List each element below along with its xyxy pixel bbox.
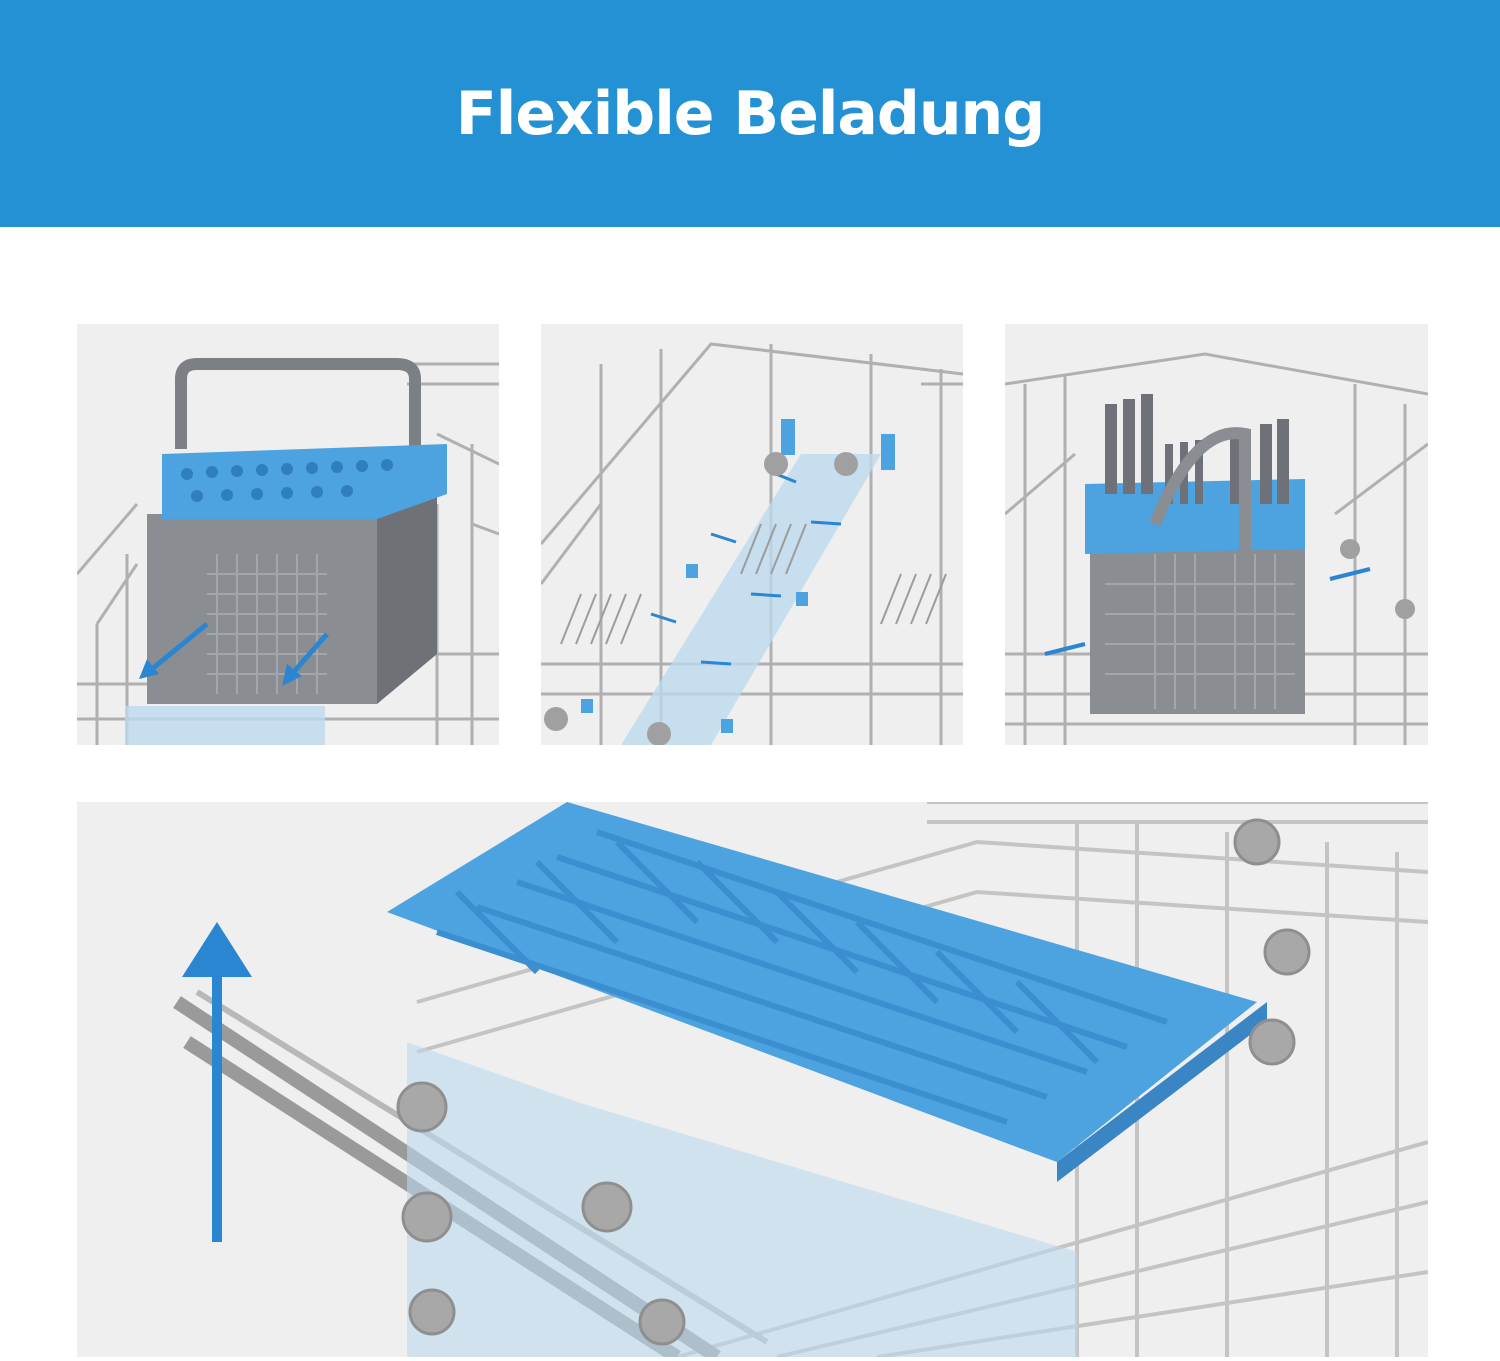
header-banner (0, 0, 1500, 227)
rack-wheels (396, 818, 1311, 1346)
arrow-icon-2 (290, 632, 329, 676)
rack-wheels (1340, 539, 1415, 619)
basket-grid (207, 554, 327, 694)
panel-cutlery-basket-removable (77, 324, 499, 745)
basket-grid (1105, 554, 1295, 709)
folded-tines-area (621, 454, 881, 745)
basket-side (377, 474, 437, 704)
tines (560, 523, 947, 645)
basket-handle (175, 358, 421, 449)
basket-handle (1149, 427, 1251, 554)
panel-foldable-tines-rack (541, 324, 963, 745)
arrow-head-left (139, 659, 159, 679)
up-arrow-head (182, 922, 252, 977)
cutlery-basket-icon (147, 514, 377, 704)
filled-basket-illustration (1005, 352, 1428, 745)
page-title: Flexible Beladung (455, 78, 1045, 149)
arrow-icon (1044, 567, 1371, 656)
panel-height-adjustable-upper-rack (77, 802, 1428, 1357)
lid-holes (181, 459, 393, 502)
tray-edge (1057, 1002, 1267, 1182)
foldable-tines-illustration (541, 342, 963, 745)
cutlery-basket-illustration (77, 358, 499, 745)
panel-cutlery-basket-filled (1005, 324, 1428, 745)
tray-highlight (125, 706, 325, 745)
rack-wheels (544, 452, 858, 745)
upper-rack-illustration (173, 802, 1428, 1357)
lower-basket-tint (407, 1042, 1077, 1357)
tine-clips (581, 419, 895, 733)
basket-lid (162, 444, 447, 519)
arrow-head-right (282, 664, 302, 686)
tray-grid (436, 829, 1168, 1125)
arrow-icon (150, 622, 209, 671)
